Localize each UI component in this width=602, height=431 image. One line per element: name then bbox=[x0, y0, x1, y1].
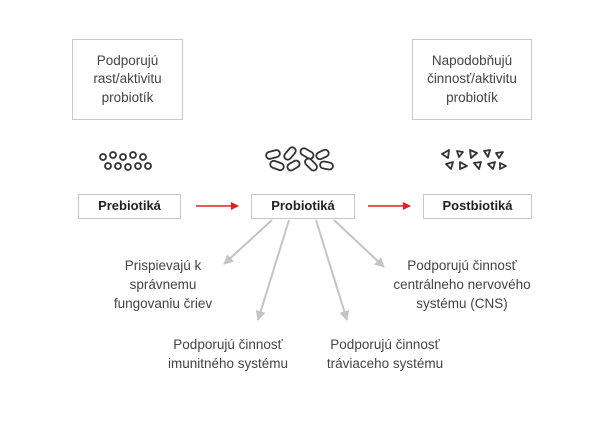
postbiotics-description-box: Napodobňujú činnosť/aktivitu probiotík bbox=[412, 39, 532, 120]
small-circles-icon bbox=[99, 151, 152, 171]
probiotics-label: Probiotiká bbox=[271, 198, 335, 214]
effect-digestive: Podporujú činnosť tráviaceho systému bbox=[326, 337, 444, 371]
triangle-fragments-icon bbox=[441, 149, 507, 170]
postbiotics-label: Postbiotiká bbox=[442, 198, 513, 214]
arrow-to-digestive bbox=[315, 219, 350, 321]
postbiotics-box: Postbiotiká bbox=[423, 194, 532, 219]
effect-intestines: Prispievajú k správnemu fungovaniu čriev bbox=[113, 258, 213, 311]
prebiotics-description: Podporujú rast/aktivitu probiotík bbox=[93, 52, 162, 105]
arrow-to-intestines bbox=[223, 219, 273, 265]
prebiotics-description-box: Podporujú rast/aktivitu probiotík bbox=[72, 39, 183, 120]
prebiotics-label: Prebiotiká bbox=[98, 198, 161, 214]
arrow-to-cns bbox=[333, 219, 385, 268]
effect-immune: Podporujú činnosť imunitného systému bbox=[167, 337, 289, 371]
capsule-bacteria-icon bbox=[265, 146, 334, 172]
arrow-to-immune bbox=[255, 219, 290, 321]
effect-cns: Podporujú činnosť centrálneho nervového … bbox=[393, 258, 531, 311]
probiotics-box: Probiotiká bbox=[251, 194, 355, 219]
prebiotics-box: Prebiotiká bbox=[78, 194, 181, 219]
postbiotics-description: Napodobňujú činnosť/aktivitu probiotík bbox=[427, 52, 517, 105]
